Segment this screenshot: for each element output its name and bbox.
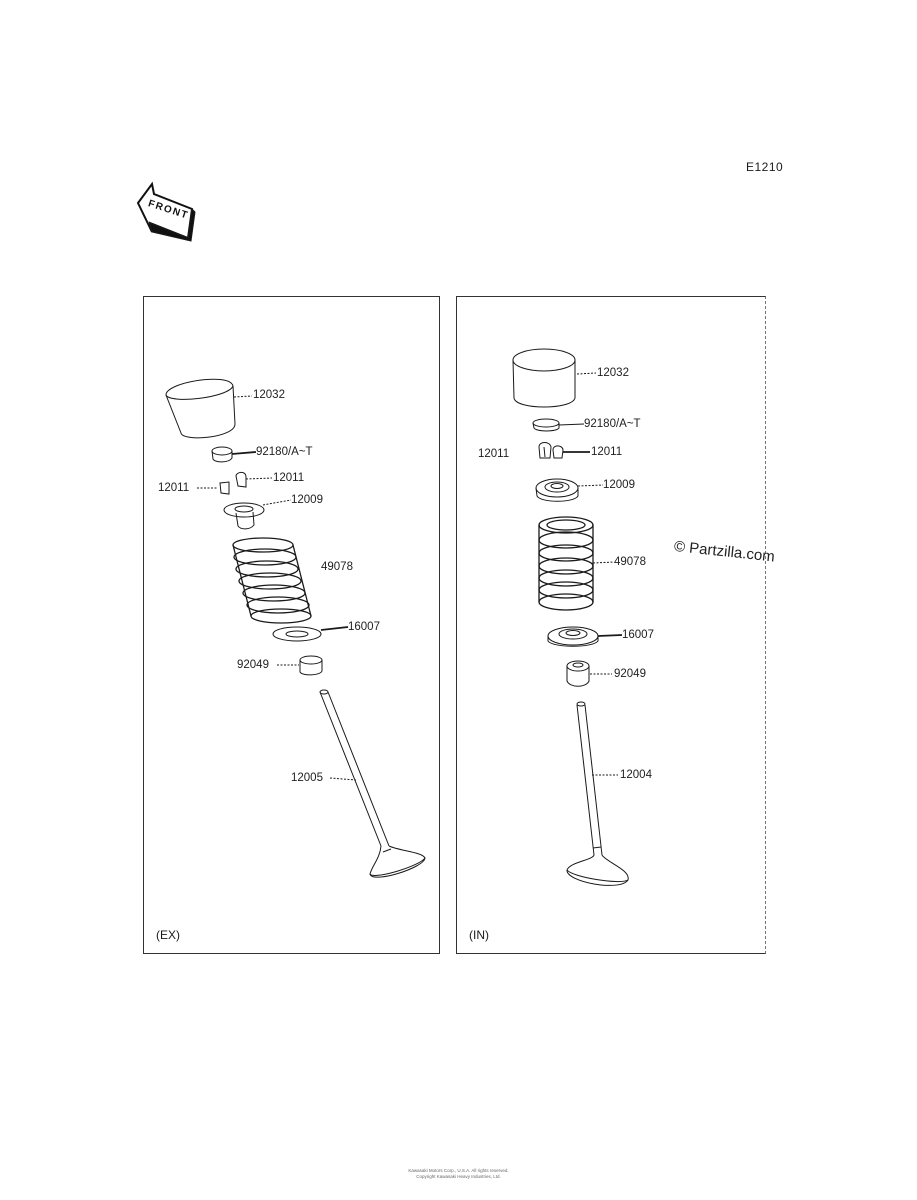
ex-cotter-right-label[interactable]: 12011 — [273, 472, 305, 484]
exhaust-panel — [143, 296, 440, 954]
in-seal-part — [566, 660, 590, 687]
copyright-line-2: Copyright Kawasaki Heavy Industries, Ltd… — [416, 1174, 501, 1179]
ex-cotter-part — [219, 471, 247, 495]
ex-lifter-part — [165, 378, 236, 439]
in-valve-part — [566, 701, 629, 886]
ex-valve-label[interactable]: 12005 — [291, 772, 323, 784]
ex-lifter-label[interactable]: 12032 — [253, 389, 285, 401]
in-seal-label[interactable]: 92049 — [614, 668, 646, 680]
ex-shim-label[interactable]: 92180/A~T — [256, 446, 313, 458]
ex-spring-seat-label[interactable]: 16007 — [348, 621, 380, 633]
ex-spring-part — [232, 537, 312, 624]
ex-panel-label: (EX) — [156, 928, 180, 942]
intake-panel — [456, 296, 766, 954]
in-panel-label: (IN) — [469, 928, 489, 942]
in-lifter-label[interactable]: 12032 — [597, 367, 629, 379]
in-shim-part — [532, 418, 560, 432]
ex-valve-part — [319, 689, 426, 878]
ex-retainer-part — [223, 502, 265, 530]
in-cotter-left-label[interactable]: 12011 — [478, 448, 510, 460]
front-arrow-icon: FRONT — [136, 181, 196, 242]
in-valve-label[interactable]: 12004 — [620, 769, 652, 781]
in-spring-seat-label[interactable]: 16007 — [622, 629, 654, 641]
copyright-line-1: Kawasaki Motors Corp., U.S.A. All rights… — [408, 1168, 509, 1173]
ex-seal-part — [299, 655, 323, 676]
in-shim-label[interactable]: 92180/A~T — [584, 418, 641, 430]
in-spring-part — [538, 516, 594, 611]
diagram-code: E1210 — [746, 160, 784, 174]
ex-spring-seat-part — [272, 626, 322, 642]
ex-retainer-label[interactable]: 12009 — [291, 494, 323, 506]
copyright-footer: Kawasaki Motors Corp., U.S.A. All rights… — [0, 1168, 917, 1180]
ex-shim-part — [211, 446, 233, 463]
in-retainer-part — [535, 478, 579, 502]
in-cotter-right-label[interactable]: 12011 — [591, 446, 623, 458]
ex-spring-label[interactable]: 49078 — [321, 561, 353, 573]
in-retainer-label[interactable]: 12009 — [603, 479, 635, 491]
ex-cotter-left-label[interactable]: 12011 — [158, 482, 190, 494]
in-cotter-part — [538, 442, 564, 459]
ex-seal-label[interactable]: 92049 — [237, 659, 269, 671]
in-spring-label[interactable]: 49078 — [614, 556, 646, 568]
in-lifter-part — [512, 348, 576, 408]
